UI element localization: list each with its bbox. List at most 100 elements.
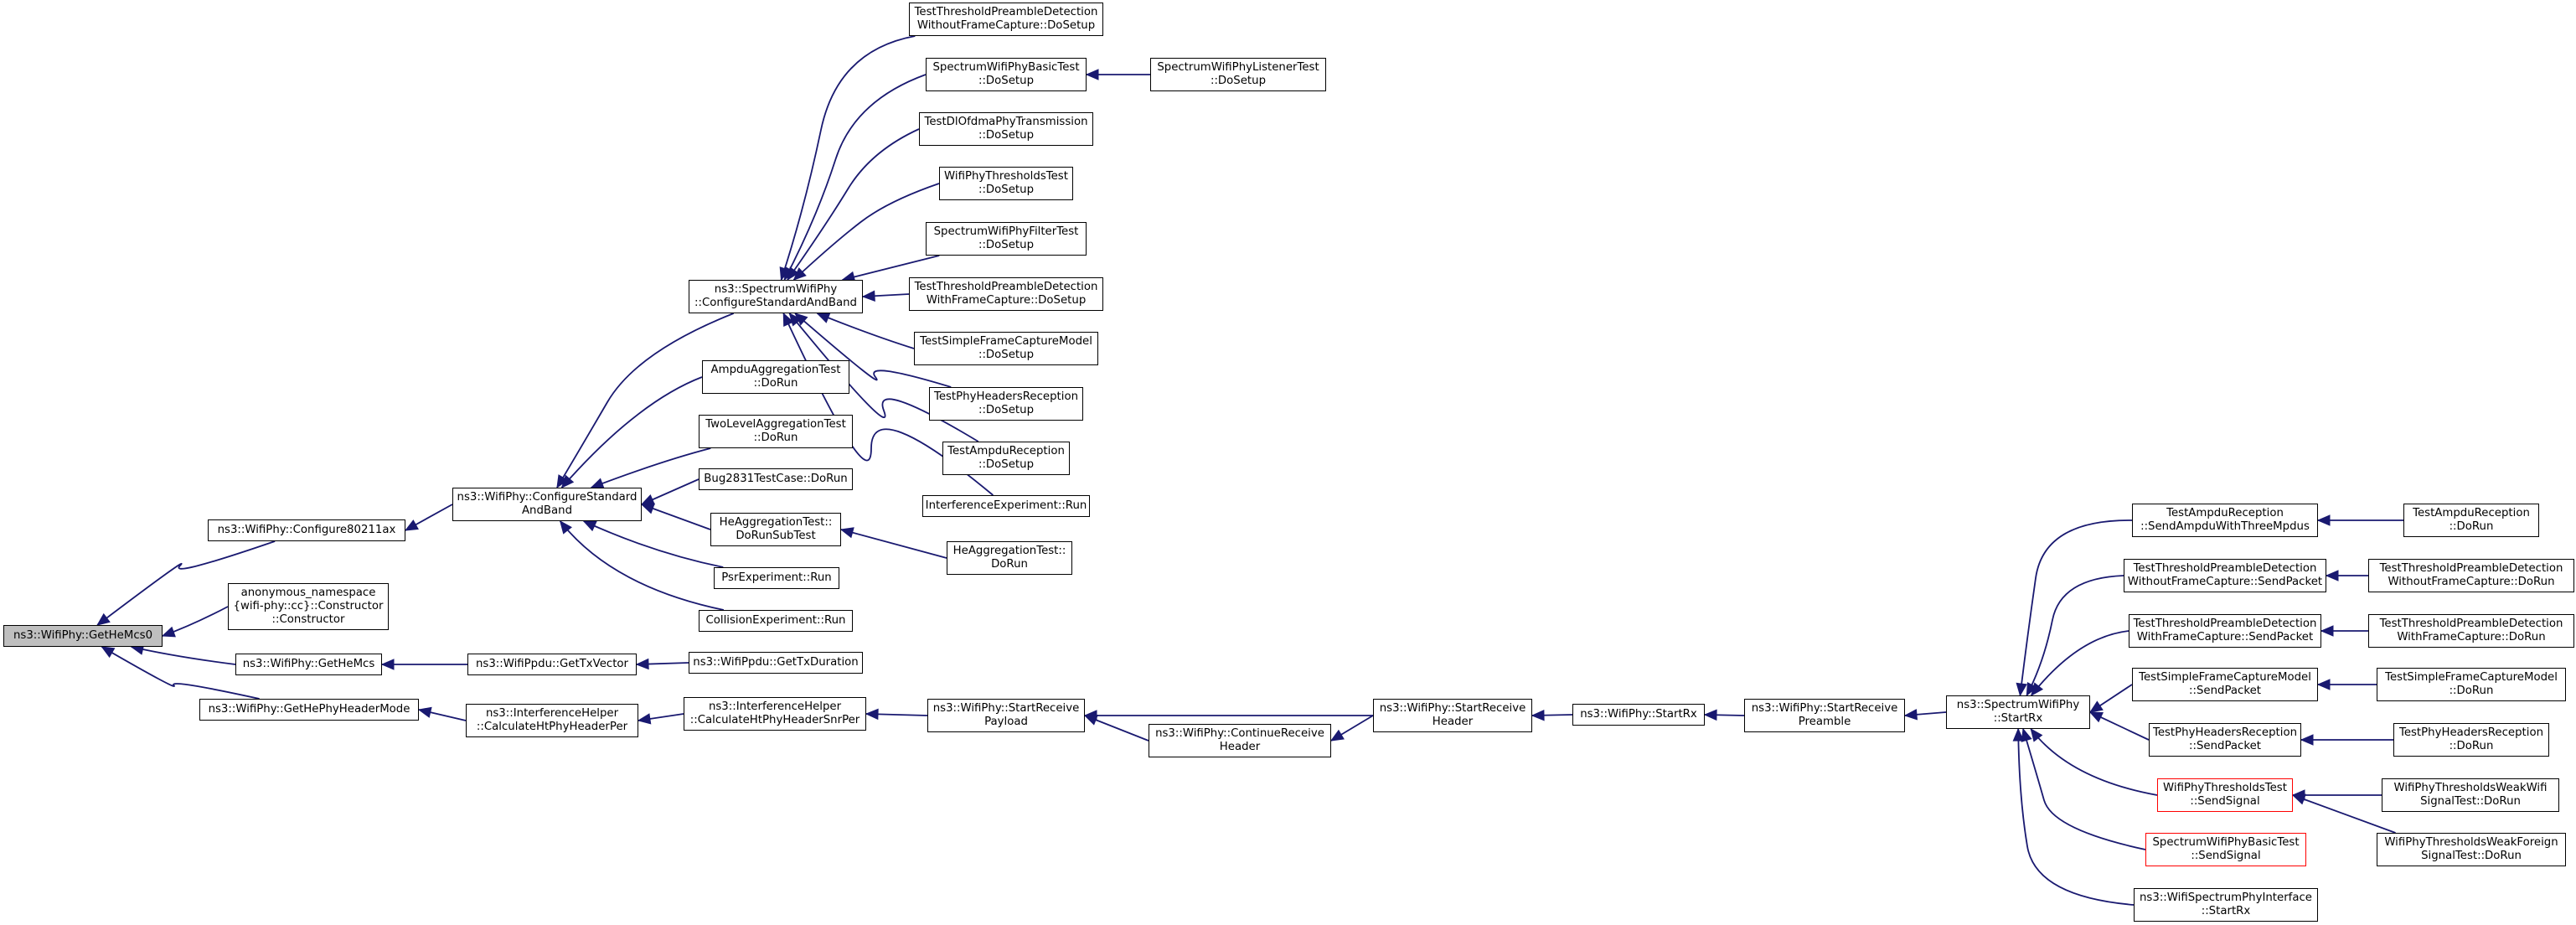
graph-node-swpbt_setup[interactable]: SpectrumWifiPhyBasicTest::DoSetup	[926, 58, 1087, 91]
graph-node-label: TestSimpleFrameCaptureModel	[920, 335, 1092, 348]
graph-node-gethemcs[interactable]: ns3::WifiPhy::GetHeMcs	[235, 654, 382, 675]
graph-node-label: TestThresholdPreambleDetection	[2379, 562, 2563, 575]
edge-psrexp-to-cfgstd	[583, 520, 724, 568]
edge-ampduaggr-to-cfgstd	[560, 376, 703, 488]
edge-tdlofdma-to-spectcfg	[787, 128, 920, 281]
edge-gethephyhdr-to-root	[101, 646, 260, 700]
graph-node-label: WifiPhyThresholdsTest	[944, 170, 1068, 183]
graph-node-label: TestPhyHeadersReception	[2398, 726, 2544, 739]
graph-node-label: ns3::SpectrumWifiPhy	[1956, 699, 2080, 711]
graph-node-label: TestThresholdPreambleDetection	[2133, 562, 2317, 575]
graph-node-label: SpectrumWifiPhyListenerTest	[1157, 61, 1319, 74]
arrowhead-gettxvector-to-gethemcs	[380, 659, 395, 670]
arrowhead-tpd_w_setup-to-spectcfg	[861, 290, 875, 302]
arrowhead-tampdu_run-to-tampdu_send	[2316, 514, 2331, 526]
graph-node-label: ::ConfigureStandardAndBand	[694, 297, 857, 309]
graph-node-wspi_startrx[interactable]: ns3::WifiSpectrumPhyInterface::StartRx	[2134, 888, 2318, 922]
graph-node-tsfcm_send[interactable]: TestSimpleFrameCaptureModel::SendPacket	[2132, 668, 2318, 701]
graph-node-wpthr_signal[interactable]: WifiPhyThresholdsTest::SendSignal	[2157, 778, 2293, 812]
graph-node-gettxdur[interactable]: ns3::WifiPpdu::GetTxDuration	[689, 652, 863, 674]
graph-node-swpbt_signal[interactable]: SpectrumWifiPhyBasicTest::SendSignal	[2145, 833, 2306, 866]
arrowhead-cfgstd-to-cfg80211ax	[404, 519, 419, 531]
graph-node-bug2831[interactable]: Bug2831TestCase::DoRun	[699, 468, 853, 490]
graph-node-gethephyhdr[interactable]: ns3::WifiPhy::GetHePhyHeaderMode	[199, 699, 419, 721]
arrowhead-swpbt_signal-to-spectstartrx	[2021, 727, 2032, 742]
edge-tpd_wo_setup-to-spectcfg	[780, 35, 916, 281]
graph-node-label: ns3::WifiPhy::StartReceive	[932, 702, 1080, 715]
graph-node-label: SpectrumWifiPhyBasicTest	[932, 61, 1080, 74]
edge-wpthr_weakforeign-to-wpthr_signal	[2292, 794, 2396, 834]
arrowhead-tsfcm_send-to-spectstartrx	[2088, 700, 2104, 713]
graph-node-label: TestAmpduReception	[2166, 507, 2284, 519]
graph-node-cfg80211ax[interactable]: ns3::WifiPhy::Configure80211ax	[208, 519, 405, 541]
graph-node-heaggrun[interactable]: HeAggregationTest::DoRun	[947, 541, 1072, 575]
graph-node-label: ::DoSetup	[978, 75, 1035, 87]
graph-node-tsfcm_run[interactable]: TestSimpleFrameCaptureModel::DoRun	[2377, 668, 2566, 701]
graph-node-wpthr_setup[interactable]: WifiPhyThresholdsTest::DoSetup	[939, 167, 1073, 200]
graph-node-tphr_send[interactable]: TestPhyHeadersReception::SendPacket	[2149, 723, 2301, 757]
graph-node-spectstartrx[interactable]: ns3::SpectrumWifiPhy::StartRx	[1946, 695, 2090, 729]
graph-node-label: TestDlOfdmaPhyTransmission	[924, 116, 1088, 128]
graph-node-heaggsub[interactable]: HeAggregationTest::DoRunSubTest	[710, 513, 841, 546]
graph-node-psrexp[interactable]: PsrExperiment::Run	[714, 567, 839, 589]
graph-node-tampdu_setup[interactable]: TestAmpduReception::DoSetup	[942, 442, 1070, 475]
graph-node-collexp[interactable]: CollisionExperiment::Run	[699, 610, 853, 632]
graph-node-tdlofdma[interactable]: TestDlOfdmaPhyTransmission::DoSetup	[919, 112, 1093, 146]
arrowhead-calchthdrper-to-gethephyhdr	[417, 706, 432, 718]
arrowhead-gettxdur-to-gettxvector	[635, 658, 649, 670]
graph-node-tampdu_send[interactable]: TestAmpduReception::SendAmpduWithThreeMp…	[2132, 504, 2318, 537]
graph-node-label: ns3::WifiPhy::StartReceive	[1379, 702, 1526, 715]
graph-node-swplistener[interactable]: SpectrumWifiPhyListenerTest::DoSetup	[1150, 58, 1326, 91]
graph-node-gettxvector[interactable]: ns3::WifiPpdu::GetTxVector	[467, 654, 637, 675]
graph-node-ampduaggr[interactable]: AmpduAggregationTest::DoRun	[702, 360, 849, 394]
graph-node-tphr_run[interactable]: TestPhyHeadersReception::DoRun	[2393, 723, 2549, 757]
graph-node-label: TestAmpduReception	[947, 445, 1065, 457]
graph-node-tsfcm_setup[interactable]: TestSimpleFrameCaptureModel::DoSetup	[914, 332, 1098, 365]
graph-node-label: ::StartRx	[1993, 712, 2043, 725]
graph-node-anon[interactable]: anonymous_namespace{wifi-phy::cc}::Const…	[228, 583, 389, 630]
graph-node-calchthdrper[interactable]: ns3::InterferenceHelper::CalculateHtPhyH…	[466, 704, 638, 737]
graph-node-label: ::SendPacket	[2189, 740, 2261, 752]
arrowhead-calchthdrsnr-to-calchthdrper	[637, 713, 652, 725]
edge-wpthr_setup-to-spectcfg	[792, 183, 940, 281]
graph-node-label: ::DoSetup	[978, 404, 1035, 416]
graph-node-calchthdrsnr[interactable]: ns3::InterferenceHelper::CalculateHtPhyH…	[684, 697, 866, 731]
edge-collexp-to-cfgstd	[560, 520, 725, 611]
edge-tpd_w_send-to-spectstartrx	[2031, 630, 2129, 696]
graph-node-label: WifiPhyThresholdsTest	[2163, 782, 2287, 794]
graph-node-swpfilt[interactable]: SpectrumWifiPhyFilterTest::DoSetup	[926, 222, 1087, 256]
graph-node-label: ::DoSetup	[978, 239, 1035, 251]
graph-node-tampdu_run[interactable]: TestAmpduReception::DoRun	[2403, 504, 2539, 537]
graph-node-label: InterferenceExperiment::Run	[925, 499, 1087, 512]
edge-twolevel-to-cfgstd	[591, 447, 711, 488]
graph-node-startrx[interactable]: ns3::WifiPhy::StartRx	[1572, 704, 1705, 726]
arrowhead-collexp-to-cfgstd	[559, 520, 572, 535]
graph-node-label: ::SendPacket	[2189, 685, 2261, 697]
graph-node-label: DoRun	[991, 558, 1028, 571]
arrowhead-tpd_wo_send-to-spectstartrx	[2026, 682, 2037, 697]
graph-node-twolevel[interactable]: TwoLevelAggregationTest::DoRun	[699, 415, 853, 448]
graph-node-label: ns3::InterferenceHelper	[708, 700, 842, 713]
graph-node-label: ::DoRun	[2449, 740, 2494, 752]
arrowhead-bug2831-to-cfgstd	[640, 494, 655, 505]
graph-node-tphr_setup[interactable]: TestPhyHeadersReception::DoSetup	[929, 387, 1083, 421]
graph-node-label: ::DoSetup	[978, 458, 1035, 471]
graph-node-label: ::DoSetup	[978, 183, 1035, 196]
graph-node-interfexp[interactable]: InterferenceExperiment::Run	[922, 495, 1090, 517]
graph-node-spectcfg[interactable]: ns3::SpectrumWifiPhy::ConfigureStandardA…	[689, 280, 863, 313]
